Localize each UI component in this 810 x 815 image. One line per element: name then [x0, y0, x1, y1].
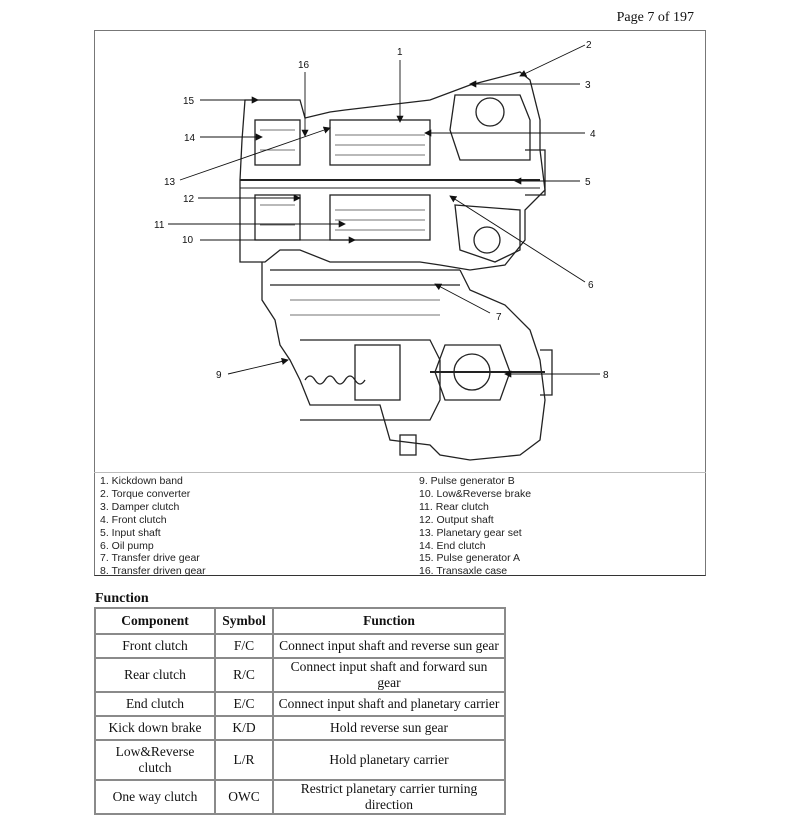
callout-7: 7	[496, 312, 502, 323]
legend-item: 8. Transfer driven gear	[100, 565, 206, 578]
callout-9: 9	[216, 370, 222, 381]
cell-symbol: F/C	[214, 633, 274, 659]
legend-item: 7. Transfer drive gear	[100, 552, 200, 565]
cell-component: End clutch	[94, 691, 216, 717]
cell-function: Connect input shaft and forward sun gear	[272, 657, 506, 693]
cell-function: Connect input shaft and planetary carrie…	[272, 691, 506, 717]
cell-symbol: R/C	[214, 657, 274, 693]
legend-item: 16. Transaxle case	[419, 565, 508, 578]
legend-item: 14. End clutch	[419, 539, 486, 552]
callout-3: 3	[585, 80, 591, 91]
cell-component: One way clutch	[94, 779, 216, 815]
cell-symbol: L/R	[214, 739, 274, 781]
legend-item: 2. Torque converter	[100, 487, 191, 500]
cell-component: Rear clutch	[94, 657, 216, 693]
callout-13: 13	[164, 177, 176, 188]
callout-1: 1	[397, 47, 403, 58]
cell-function: Connect input shaft and reverse sun gear	[272, 633, 506, 659]
cell-function: Hold planetary carrier	[272, 739, 506, 781]
table-row: End clutch E/C Connect input shaft and p…	[94, 691, 506, 717]
callout-4: 4	[590, 129, 596, 140]
legend-item: 10. Low&Reverse brake	[419, 487, 532, 500]
table-row: Kick down brake K/D Hold reverse sun gea…	[94, 715, 506, 741]
cell-component: Kick down brake	[94, 715, 216, 741]
legend-item: 13. Planetary gear set	[419, 526, 522, 539]
legend-item: 3. Damper clutch	[100, 500, 180, 513]
callout-10: 10	[182, 235, 194, 246]
table-row: Rear clutch R/C Connect input shaft and …	[94, 657, 506, 693]
callout-12: 12	[183, 194, 195, 205]
legend-item: 1. Kickdown band	[100, 475, 183, 487]
cell-symbol: OWC	[214, 779, 274, 815]
legend-right-column: 9. Pulse generator B 10. Low&Reverse bra…	[419, 475, 531, 578]
legend-item: 9. Pulse generator B	[419, 475, 515, 487]
callout-11: 11	[154, 220, 165, 231]
legend-item: 4. Front clutch	[100, 513, 167, 526]
cell-function: Restrict planetary carrier turning direc…	[272, 779, 506, 815]
header-symbol: Symbol	[214, 607, 274, 635]
callout-6: 6	[588, 280, 594, 291]
header-component: Component	[94, 607, 216, 635]
table-row: Front clutch F/C Connect input shaft and…	[94, 633, 506, 659]
page-number: Page 7 of 197	[616, 10, 694, 25]
legend-item: 15. Pulse generator A	[419, 552, 520, 565]
figure-frame	[94, 30, 706, 576]
cell-component: Low&Reverse clutch	[94, 739, 216, 781]
cell-symbol: K/D	[214, 715, 274, 741]
callout-15: 15	[183, 96, 195, 107]
legend-separator	[94, 472, 706, 473]
legend-item: 12. Output shaft	[419, 513, 494, 526]
callout-8: 8	[603, 370, 609, 381]
table-row: Low&Reverse clutch L/R Hold planetary ca…	[94, 739, 506, 781]
callout-5: 5	[585, 177, 591, 188]
legend-left-column: 1. Kickdown band 2. Torque converter 3. …	[100, 475, 206, 578]
legend-item: 11. Rear clutch	[419, 500, 489, 513]
table-row: One way clutch OWC Restrict planetary ca…	[94, 779, 506, 815]
table-header-row: Component Symbol Function	[94, 607, 506, 635]
header-function: Function	[272, 607, 506, 635]
callout-2: 2	[586, 40, 592, 51]
callout-14: 14	[184, 133, 196, 144]
cell-component: Front clutch	[94, 633, 216, 659]
function-heading: Function	[95, 591, 149, 606]
legend-item: 5. Input shaft	[100, 526, 161, 539]
cell-symbol: E/C	[214, 691, 274, 717]
cell-function: Hold reverse sun gear	[272, 715, 506, 741]
function-table: Component Symbol Function Front clutch F…	[94, 607, 506, 815]
legend-item: 6. Oil pump	[100, 539, 154, 552]
callout-16: 16	[298, 60, 310, 71]
